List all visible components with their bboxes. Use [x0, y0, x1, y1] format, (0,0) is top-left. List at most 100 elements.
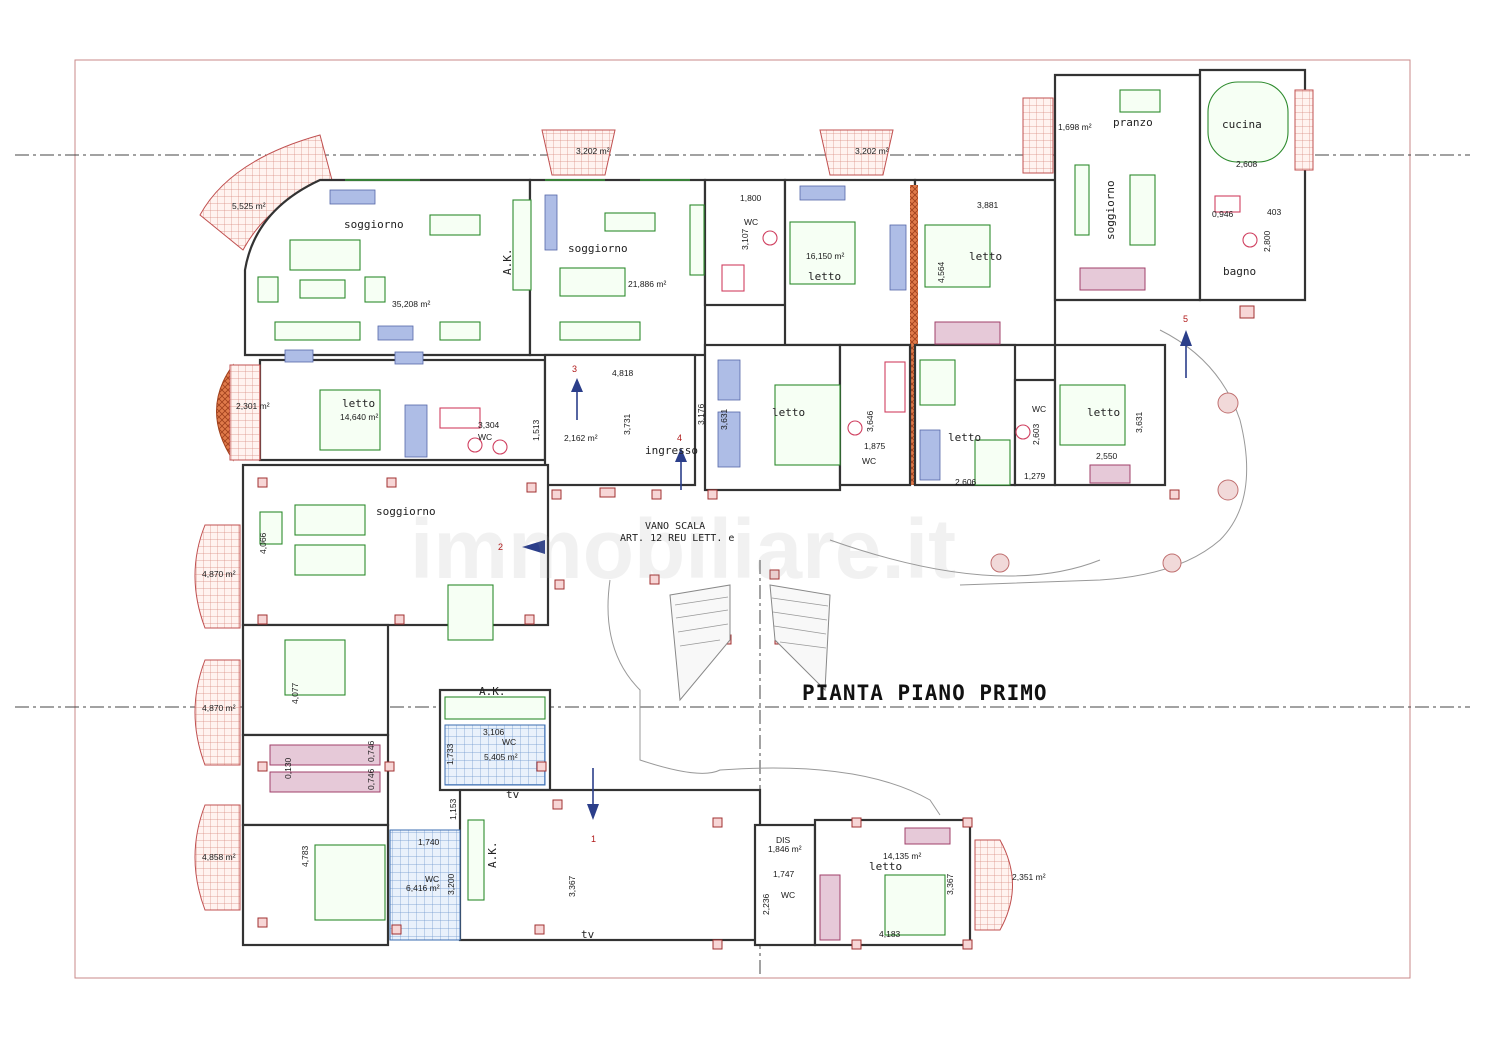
- area-labels: 5,525 m² 3,202 m² 3,202 m² 1,698 m² 35,2…: [202, 122, 1092, 893]
- room-label-ak: A.K.: [501, 249, 514, 276]
- area-label: 1,698 m²: [1058, 122, 1092, 132]
- dimension-label: 1,747: [773, 869, 795, 879]
- balcony-n1: [541, 129, 616, 176]
- area-label: 14,640 m²: [340, 412, 378, 422]
- dimension-label: 1,875: [864, 441, 886, 451]
- dimension-label: 3,367: [945, 873, 955, 895]
- area-label: 5,405 m²: [484, 752, 518, 762]
- dimension-label: 3,731: [622, 413, 632, 435]
- area-label: 2,162 m²: [564, 433, 598, 443]
- dimension-label: 0,946: [1212, 209, 1234, 219]
- drawing-frame: [74, 59, 1411, 979]
- room-label-letto: letto: [948, 431, 981, 444]
- dimension-label: 0,746: [366, 768, 376, 790]
- room-label-ak: A.K.: [486, 842, 499, 869]
- dimension-label: 3,881: [977, 200, 999, 210]
- room-label-ingresso: ingresso: [645, 444, 698, 457]
- dimension-label: 3,107: [740, 228, 750, 250]
- area-label: 2,351 m²: [1012, 872, 1046, 882]
- curved-balcony-nw: [199, 134, 333, 251]
- dimension-label: 3,106: [483, 727, 505, 737]
- area-label: 2,301 m²: [236, 401, 270, 411]
- planters: [990, 392, 1239, 573]
- room-label-wc: WC: [1032, 404, 1046, 414]
- entrance-number: 5: [1183, 314, 1188, 324]
- area-label: 16,150 m²: [806, 251, 844, 261]
- entrance-number: 2: [498, 542, 503, 552]
- room-label-wc: WC: [781, 890, 795, 900]
- room-label-letto: letto: [808, 270, 841, 283]
- stair-note-line1: VANO SCALA: [645, 521, 705, 532]
- dimension-label: 0,746: [366, 740, 376, 762]
- area-label: 3,202 m²: [576, 146, 610, 156]
- staircase: [669, 584, 831, 702]
- dimension-label: 4,183: [879, 929, 901, 939]
- room-label-letto: letto: [342, 397, 375, 410]
- room-label-soggiorno: soggiorno: [568, 242, 628, 255]
- room-label-tv: tv: [506, 788, 520, 801]
- area-label: 4,858 m²: [202, 852, 236, 862]
- dimension-label: 3,200: [446, 873, 456, 895]
- wall-block-mid-wc2: [1013, 378, 1057, 487]
- area-label: 21,886 m²: [628, 279, 666, 289]
- room-label-bagno: bagno: [1223, 265, 1256, 278]
- stair-note-line2: ART. 12 REU LETT. e: [620, 533, 734, 544]
- room-label-letto: letto: [969, 250, 1002, 263]
- dimension-label: 2,800: [1262, 230, 1272, 252]
- balcony-w2: [194, 659, 241, 766]
- dimension-label: 4,077: [290, 682, 300, 704]
- sanitary-fixtures: [439, 230, 1258, 455]
- balcony-e: [974, 839, 1013, 931]
- brick-wall-strip: [910, 185, 918, 485]
- wall-block-n-wc: [703, 178, 787, 307]
- room-label-tv: tv: [581, 928, 595, 941]
- area-label: 35,208 m²: [392, 299, 430, 309]
- dimension-labels: 1,800 3,107 3,881 4,564 2,608 0,946 403 …: [258, 159, 1281, 939]
- entrance-arrows: [522, 330, 1192, 820]
- dimension-label: 1,800: [740, 193, 762, 203]
- dimension-label: 3,631: [1134, 411, 1144, 433]
- room-label-letto: letto: [772, 406, 805, 419]
- dimension-label: 1,733: [445, 743, 455, 765]
- dimension-label: 2,603: [1031, 423, 1041, 445]
- area-label: 14,135 m²: [883, 851, 921, 861]
- watermark: immobiliare.it: [410, 502, 956, 596]
- room-label-pranzo: pranzo: [1113, 116, 1153, 129]
- wall-block-s-main: [458, 788, 762, 942]
- wall-block-stair-hall: [543, 353, 697, 487]
- entrance-numbers: 1 2 3 4 5: [498, 314, 1188, 844]
- wc-tiled-floor-1: [444, 724, 546, 786]
- dimension-label: 4,783: [300, 845, 310, 867]
- dimension-label: 403: [1267, 207, 1281, 217]
- dimension-label: 4,818: [612, 368, 634, 378]
- room-label-wc: WC: [502, 737, 516, 747]
- dimension-label: 3,304: [478, 420, 500, 430]
- room-label-wc: WC: [478, 432, 492, 442]
- dimension-label: 1,279: [1024, 471, 1046, 481]
- area-label: 3,202 m²: [855, 146, 889, 156]
- room-label-soggiorno: soggiorno: [376, 505, 436, 518]
- dimension-label: 2,608: [1236, 159, 1258, 169]
- dimension-label: 3,176: [696, 403, 706, 425]
- balcony-w: [229, 364, 261, 461]
- entrance-number: 1: [591, 834, 596, 844]
- balcony-w3: [194, 804, 241, 911]
- room-label-letto: letto: [869, 860, 902, 873]
- room-label-ak: A.K.: [479, 685, 506, 698]
- room-label-letto: letto: [1087, 406, 1120, 419]
- area-label: 5,525 m²: [232, 201, 266, 211]
- dimension-label: 4,066: [258, 532, 268, 554]
- dimension-label: 1,513: [531, 419, 541, 441]
- area-label: 4,870 m²: [202, 569, 236, 579]
- area-label: 4,870 m²: [202, 703, 236, 713]
- plan-title: PIANTA PIANO PRIMO: [802, 681, 1048, 705]
- dimension-label: 3,646: [865, 410, 875, 432]
- wall-block-w-letto: [258, 358, 547, 462]
- balcony-ne-small: [1022, 97, 1054, 174]
- entrance-number: 4: [677, 433, 682, 443]
- dimension-label: 4,564: [936, 261, 946, 283]
- room-label-soggiorno: soggiorno: [1104, 180, 1117, 240]
- area-label: 6,416 m²: [406, 883, 440, 893]
- room-label-wc: WC: [744, 217, 758, 227]
